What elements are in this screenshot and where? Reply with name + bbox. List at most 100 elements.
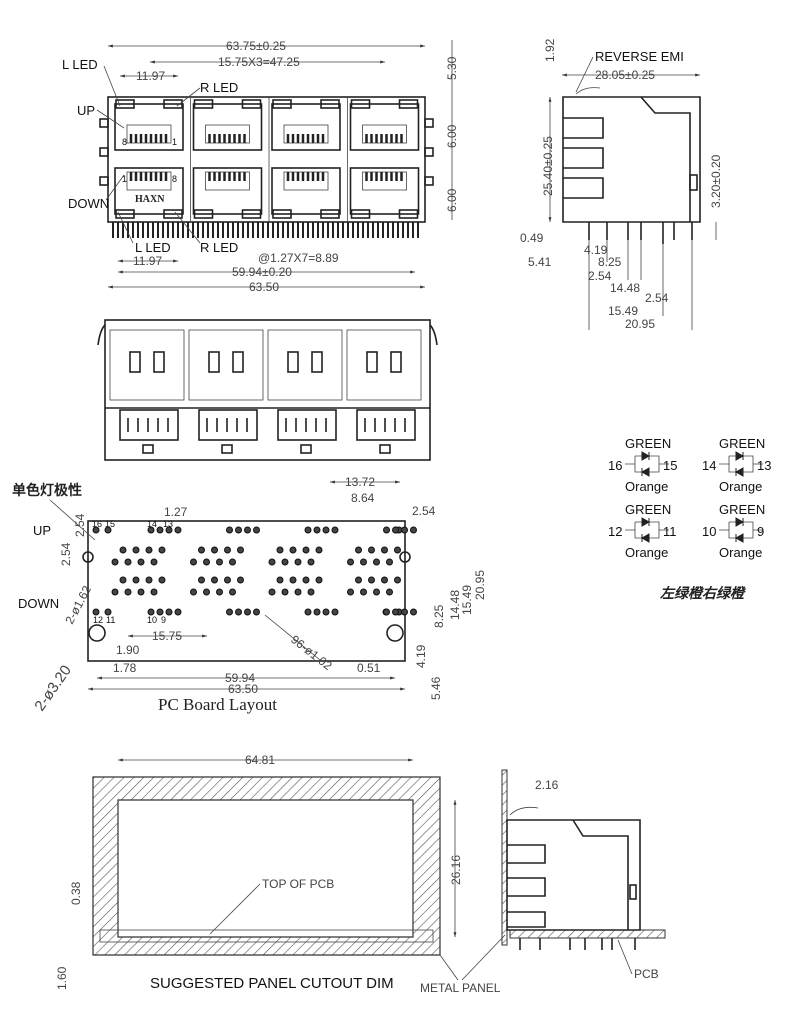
pcb-hole xyxy=(360,588,367,596)
rear-block xyxy=(311,351,323,373)
dim-right-1: 5.30 xyxy=(445,56,459,80)
pcb-layout: 单色灯极性 UP DOWN 16 15 14 13 12 11 10 9 13.… xyxy=(12,475,487,714)
led-wire xyxy=(719,455,763,473)
label-down: DOWN xyxy=(68,196,109,211)
led-window xyxy=(115,99,135,109)
pcb-hole xyxy=(401,526,408,534)
rear-block xyxy=(232,351,244,373)
led-window xyxy=(320,99,340,109)
dim-2-54-v2: 2.54 xyxy=(59,542,73,566)
dim-right-3: 6.00 xyxy=(445,188,459,212)
dim-1-27: 1.27 xyxy=(164,505,188,519)
port-contacts xyxy=(283,171,329,191)
led-color-orange: Orange xyxy=(625,545,668,560)
pcb-hole xyxy=(386,588,393,596)
dim-pin-span: 59.94±0.20 xyxy=(232,265,292,279)
port-contacts xyxy=(126,124,172,144)
pcb-hole xyxy=(150,558,158,566)
dim-15-49: 15.49 xyxy=(608,304,638,318)
pin-row xyxy=(112,222,419,238)
port-contacts xyxy=(126,171,172,191)
pcb-hole xyxy=(368,576,375,584)
dim-13-72: 13.72 xyxy=(345,475,375,489)
pcb-hole xyxy=(237,576,244,584)
dim-hole-small: 2-ø1.62 xyxy=(62,583,94,626)
pcb-hole xyxy=(158,576,166,584)
dim-4-19-pcb: 4.19 xyxy=(414,644,428,668)
pcb-hole xyxy=(111,588,119,596)
pcb-hole xyxy=(304,526,312,534)
dim-1-60: 1.60 xyxy=(55,966,69,990)
rear-cell xyxy=(346,329,422,401)
dim-8-25-pcb: 8.25 xyxy=(432,604,446,628)
side-view: REVERSE EMI 1.92 28.05±0.25 25.40±0.25 3… xyxy=(520,38,723,331)
led-color-green: GREEN xyxy=(719,436,765,451)
pcb-holes xyxy=(92,526,417,616)
rear-cell xyxy=(109,329,185,401)
port-contacts xyxy=(205,171,250,191)
pcb-hole xyxy=(307,588,315,596)
pcb-hole xyxy=(331,526,339,534)
port-lower xyxy=(271,167,341,215)
dim-4-19: 4.19 xyxy=(584,243,608,257)
pcb-hole xyxy=(156,608,164,616)
front-view: 63.75±0.25 15.75X3=47.25 11.97 11.97 @1.… xyxy=(62,39,459,294)
pcb-hole xyxy=(281,558,289,566)
pcb-hole xyxy=(268,558,276,566)
pin1-bottom: 1 xyxy=(122,174,127,184)
port-upper xyxy=(349,103,420,151)
pcb-hole xyxy=(229,558,236,566)
side-tab xyxy=(424,147,434,157)
rear-module xyxy=(356,409,416,441)
led-window xyxy=(241,209,262,219)
pcb-hole xyxy=(174,526,182,534)
rear-block xyxy=(390,351,402,373)
rear-latch xyxy=(221,444,233,454)
led-window xyxy=(320,209,340,219)
led-pin-right: 15 xyxy=(663,458,677,473)
pcb-hole xyxy=(119,546,127,554)
dim-panel-width: 64.81 xyxy=(245,753,275,767)
pin1-top: 1 xyxy=(172,137,177,147)
pin-10: 10 xyxy=(147,615,157,625)
dim-0-38: 0.38 xyxy=(69,881,83,905)
pcb-hole xyxy=(401,608,408,616)
rear-latch xyxy=(142,444,154,454)
pcb-hole xyxy=(137,588,145,596)
label-reverse-emi: REVERSE EMI xyxy=(595,49,684,64)
pcb-hole xyxy=(190,558,197,566)
pin-13: 13 xyxy=(163,519,173,529)
pcb-hole xyxy=(313,526,321,534)
port-contacts xyxy=(205,124,250,144)
port-upper xyxy=(271,103,341,151)
led-color-orange: Orange xyxy=(625,479,668,494)
pcb-hole xyxy=(132,546,140,554)
rear-block xyxy=(129,351,141,373)
dim-8-64: 8.64 xyxy=(351,491,375,505)
pcb-hole xyxy=(302,546,310,554)
pcb-hole xyxy=(355,576,362,584)
pcb-hole xyxy=(315,576,323,584)
pcb-hole xyxy=(368,546,375,554)
pcb-hole xyxy=(383,608,390,616)
pcb-hole xyxy=(276,546,284,554)
pcb-hole xyxy=(244,608,251,616)
label-pcb: PCB xyxy=(634,967,659,981)
pcb-hole xyxy=(235,526,242,534)
dim-depth: 28.05±0.25 xyxy=(595,68,655,82)
pcb-hole xyxy=(268,588,276,596)
pcb-hole xyxy=(145,546,153,554)
dim-1-90: 1.90 xyxy=(116,643,140,657)
dim-20-95: 20.95 xyxy=(625,317,655,331)
led-pin-left: 16 xyxy=(608,458,622,473)
led-pin-right: 13 xyxy=(757,458,771,473)
pcb-hole xyxy=(410,608,417,616)
pcb-hole xyxy=(137,558,145,566)
side-tab xyxy=(424,118,434,128)
led-window xyxy=(398,209,419,219)
pcb-hole xyxy=(190,588,197,596)
port-lower xyxy=(349,167,420,215)
diode-green-icon xyxy=(735,451,745,461)
pcb-hole xyxy=(158,546,166,554)
pcb-hole xyxy=(381,576,388,584)
